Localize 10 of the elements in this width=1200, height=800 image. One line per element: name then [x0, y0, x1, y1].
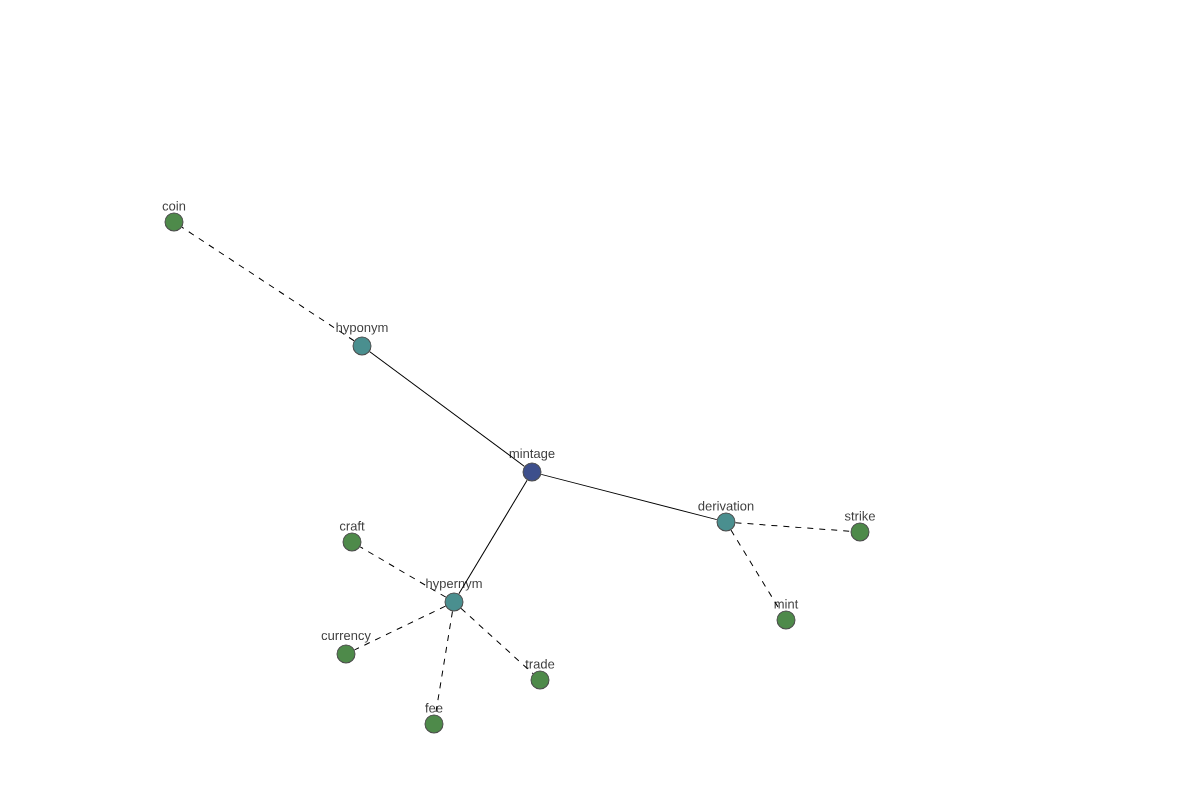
connector-line: [458, 479, 528, 595]
connector-line: [540, 473, 718, 521]
connector-line: [730, 529, 782, 613]
connector-line: [460, 607, 534, 675]
connector-line: [354, 605, 446, 651]
connector-line: [435, 610, 453, 716]
connector-line: [369, 351, 525, 467]
connector-line: [359, 546, 447, 598]
connector-line: [735, 522, 852, 532]
connector-line: [181, 226, 355, 342]
